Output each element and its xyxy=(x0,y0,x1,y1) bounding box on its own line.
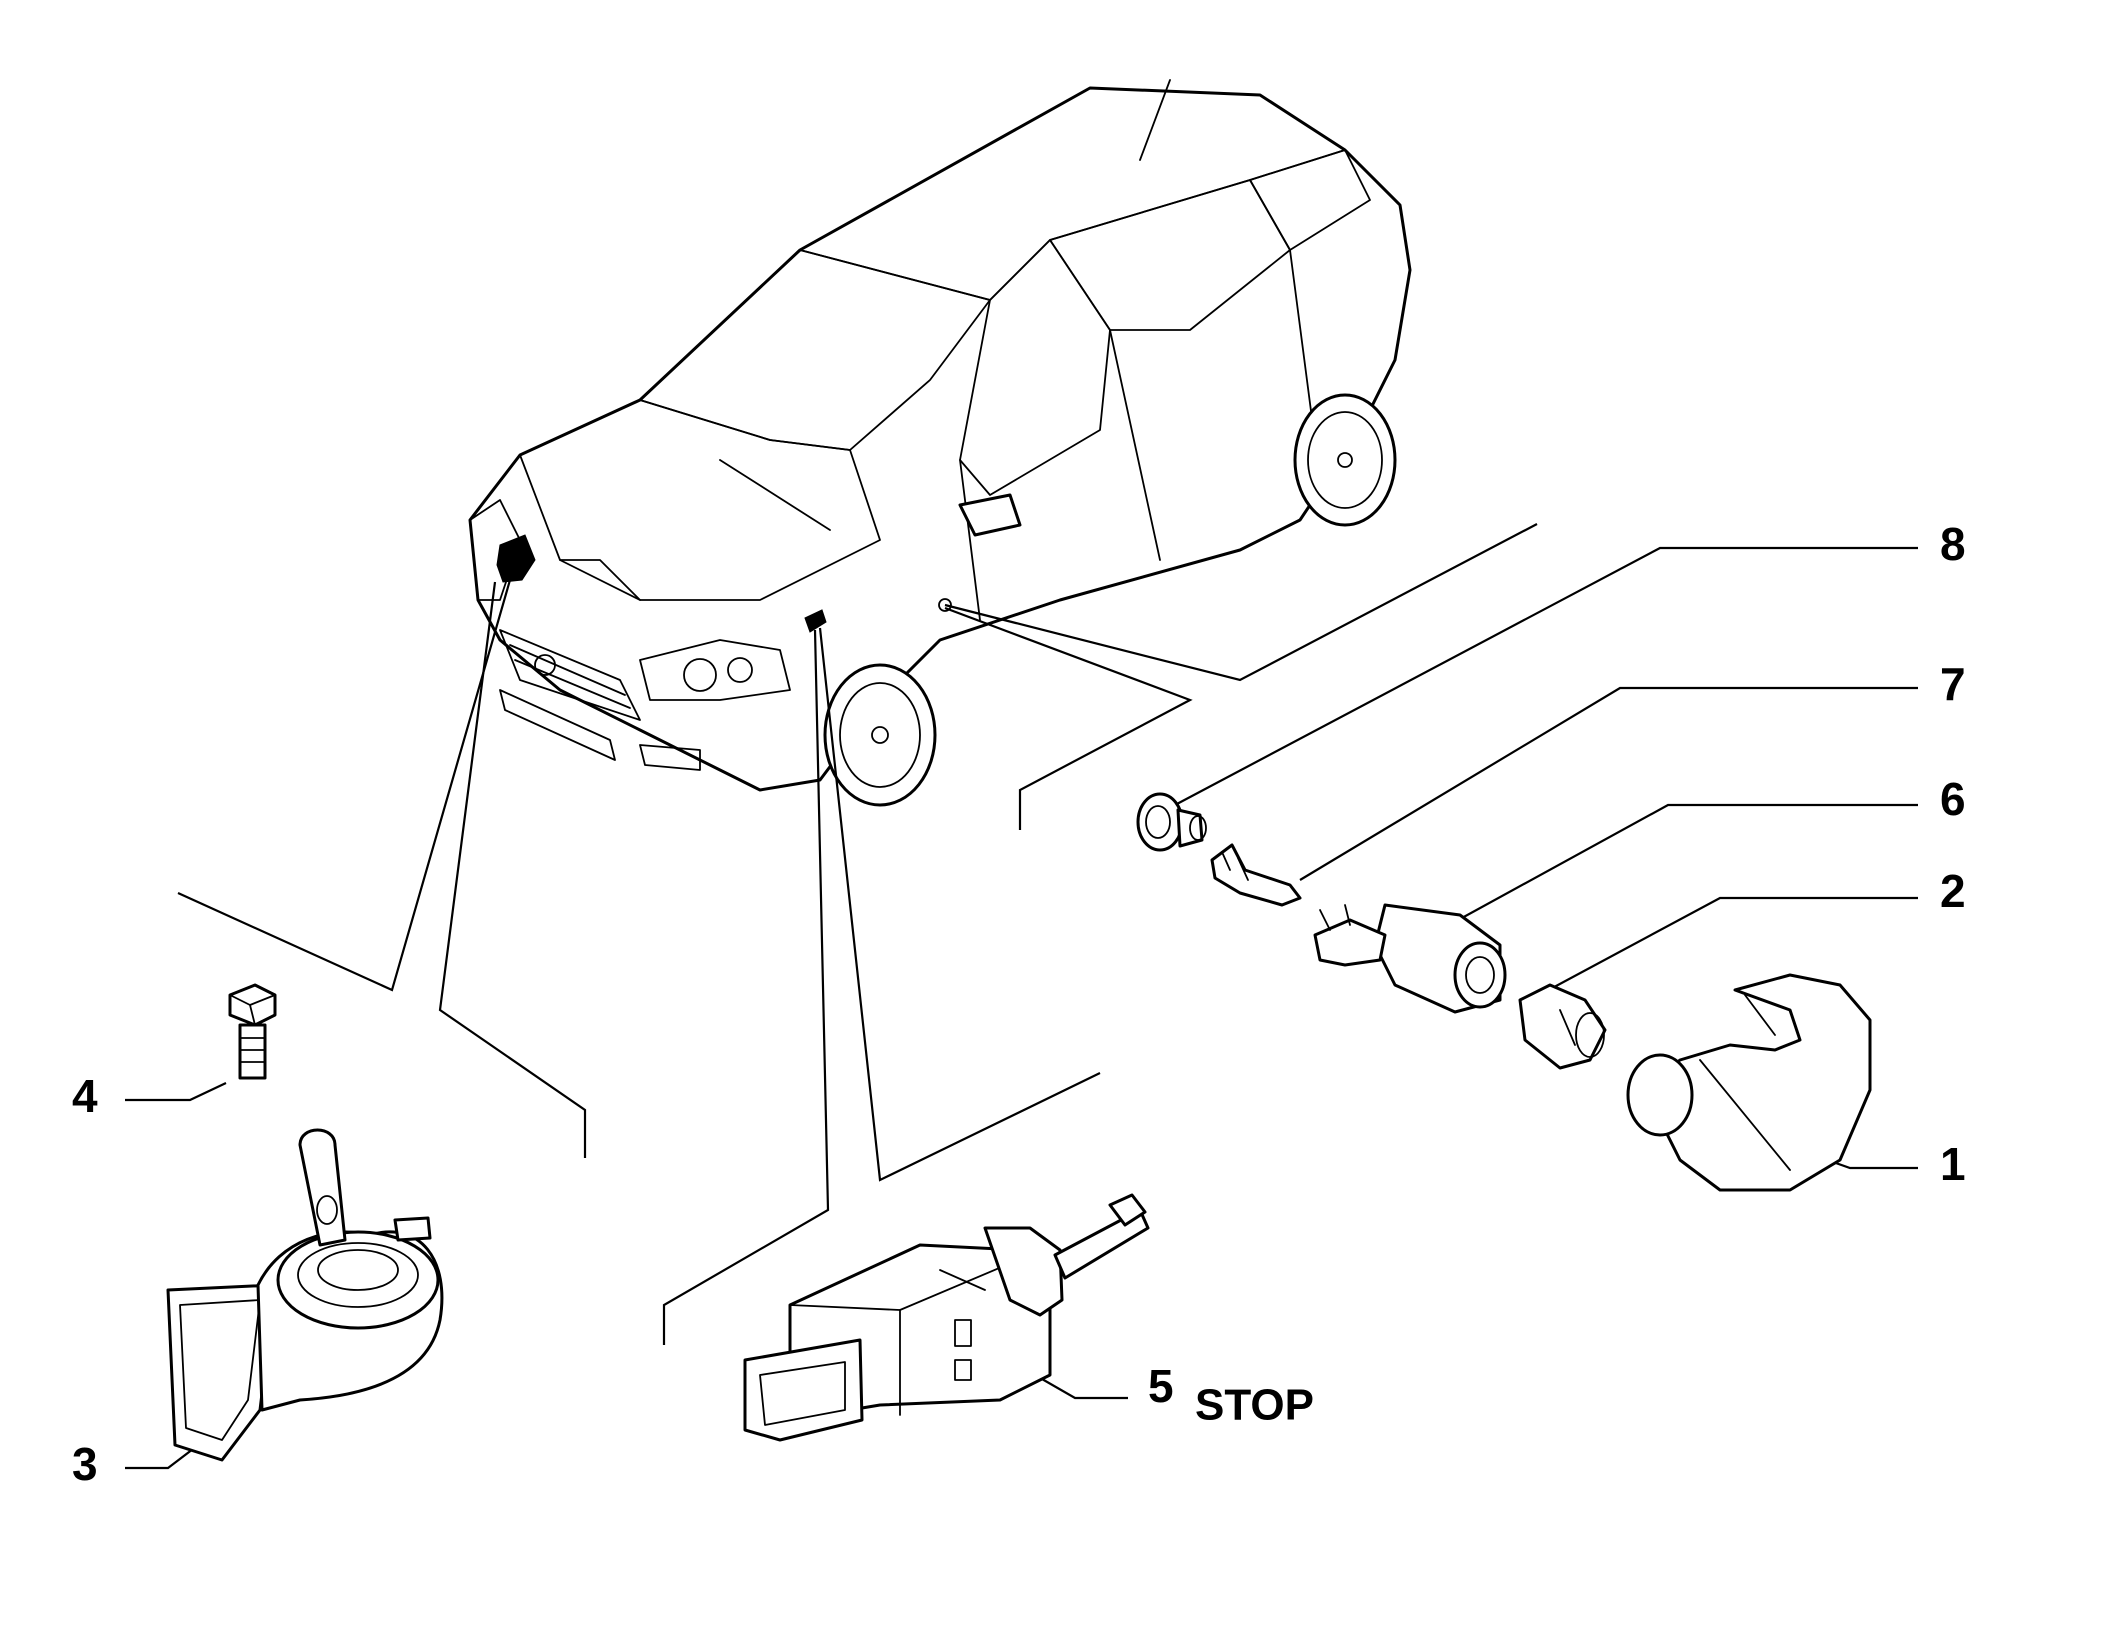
callout-2: 2 xyxy=(1940,865,1966,917)
side-repeater-lens-part xyxy=(1626,973,1872,1192)
callout-1: 1 xyxy=(1940,1138,1966,1190)
horn-location-marker xyxy=(496,534,536,583)
leader-lines xyxy=(125,523,1918,1470)
callout-5: 5 xyxy=(1148,1360,1174,1412)
callout-3: 3 xyxy=(72,1438,98,1490)
car-illustration xyxy=(468,79,1412,807)
callout-8: 8 xyxy=(1940,518,1966,570)
stop-switch-part xyxy=(743,1193,1150,1442)
callout-4: 4 xyxy=(72,1070,98,1122)
leader-8 xyxy=(1174,546,1918,806)
leader-5 xyxy=(1034,1374,1128,1400)
leader-6 xyxy=(1439,803,1918,931)
callout-stop: STOP xyxy=(1195,1381,1314,1430)
callout-labels: 8 7 6 2 1 4 3 5 STOP xyxy=(72,518,1966,1490)
leader-2 xyxy=(1529,896,1918,1001)
grommet-part xyxy=(1136,792,1207,852)
terminal-part xyxy=(1210,843,1302,907)
callout-6: 6 xyxy=(1940,773,1966,825)
screw-part xyxy=(228,983,277,1080)
bulb-part xyxy=(1518,983,1607,1070)
callout-7: 7 xyxy=(1940,658,1966,710)
leader-7 xyxy=(1299,686,1918,881)
leader-4 xyxy=(125,1082,227,1102)
horn-part xyxy=(166,1128,444,1462)
stop-switch-location-marker xyxy=(804,609,827,633)
bulb-holder-part xyxy=(1313,903,1507,1014)
